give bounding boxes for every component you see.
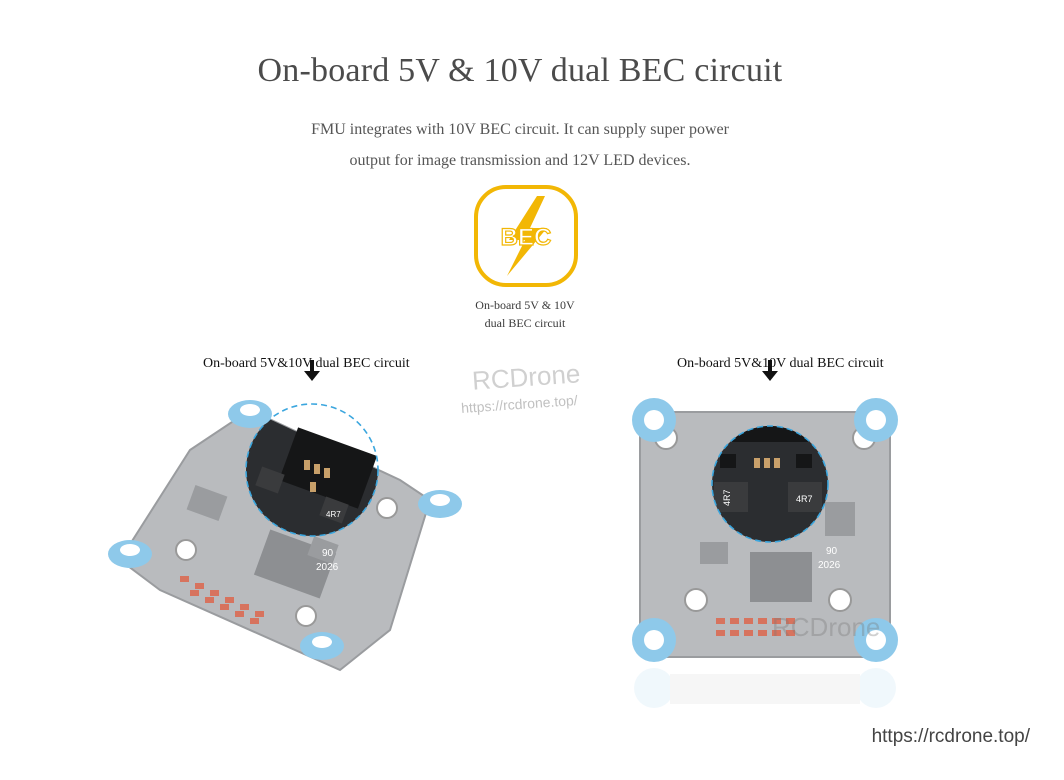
silkscreen-90: 90 [322,548,334,559]
flight-controller-board-left: 90 2026 4R7 [108,400,462,672]
flight-controller-board-right: 90 2026 4R7 4R7 [632,398,898,708]
arrow-down-icon [762,360,778,381]
page-title: On-board 5V & 10V dual BEC circuit [257,52,783,89]
silkscreen-2026: 2026 [316,562,339,573]
silkscreen-2026: 2026 [818,560,841,571]
bec-caption-line-2: dual BEC circuit [484,316,566,330]
inductor-marking: 4R7 [326,510,341,519]
bec-lightning-icon: BEC [474,185,578,287]
bec-caption-line-1: On-board 5V & 10V [475,298,575,312]
arrow-down-icon [304,360,320,381]
inductor-marking: 4R7 [722,489,732,506]
description-line-1: FMU integrates with 10V BEC circuit. It … [311,121,729,138]
silkscreen-90: 90 [826,546,838,557]
inductor-marking: 4R7 [796,494,813,504]
left-board-label: On-board 5V&10V dual BEC circuit [203,356,410,371]
watermark-brand: RCDrone [471,358,582,396]
footer-url: https://rcdrone.top/ [871,726,1030,747]
bec-icon-text: BEC [501,224,552,251]
description-line-2: output for image transmission and 12V LE… [349,152,691,169]
right-board-label: On-board 5V&10V dual BEC circuit [677,356,884,371]
watermark-brand-2: RCDrone [772,612,881,642]
